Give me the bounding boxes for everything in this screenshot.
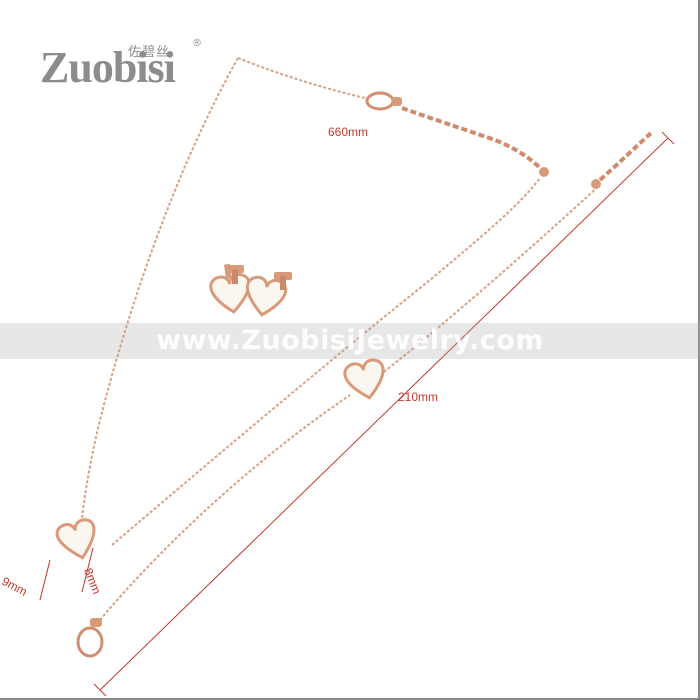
- photo-border-right: [698, 0, 700, 700]
- necklace-heart-pendant: [55, 518, 96, 560]
- bracelet-extension-tag: [591, 179, 601, 189]
- necklace-extension-chain: [401, 106, 542, 170]
- necklace-length-label: 660mm: [328, 125, 369, 139]
- extension-tag: [539, 167, 549, 177]
- registered-mark: ®: [192, 38, 202, 49]
- bracelet-chain-lower: [99, 394, 351, 621]
- bracelet-extension-chain: [598, 130, 654, 182]
- necklace-clasp: [365, 91, 402, 111]
- watermark-band: [0, 323, 700, 359]
- brand-logo-chinese: 佐碧丝: [128, 45, 171, 60]
- necklace-chain-left: [79, 57, 239, 541]
- bracelet-length-tick-a: [93, 683, 107, 697]
- necklace-chain-top: [237, 57, 366, 99]
- brand-logo-wordmark: Zuobisi: [40, 43, 176, 92]
- bracelet-length-line: [99, 137, 669, 691]
- pendant-width-line: [39, 559, 51, 601]
- bracelet-heart-charm: [343, 358, 385, 400]
- earring-backs: [226, 265, 292, 290]
- bracelet-clasp: [76, 618, 104, 658]
- bracelet-length-label: 210mm: [398, 390, 439, 404]
- watermark-url: www.ZuobisiJewelry.com: [156, 325, 544, 356]
- necklace-chain-right: [111, 177, 541, 546]
- photo-border-bottom: [0, 698, 700, 700]
- bracelet-chain-upper: [379, 184, 601, 376]
- brand-logo: Zuobisi 佐碧丝 ®: [40, 34, 220, 114]
- pendant-height-line: [81, 547, 94, 593]
- bracelet-length-tick-b: [661, 131, 675, 145]
